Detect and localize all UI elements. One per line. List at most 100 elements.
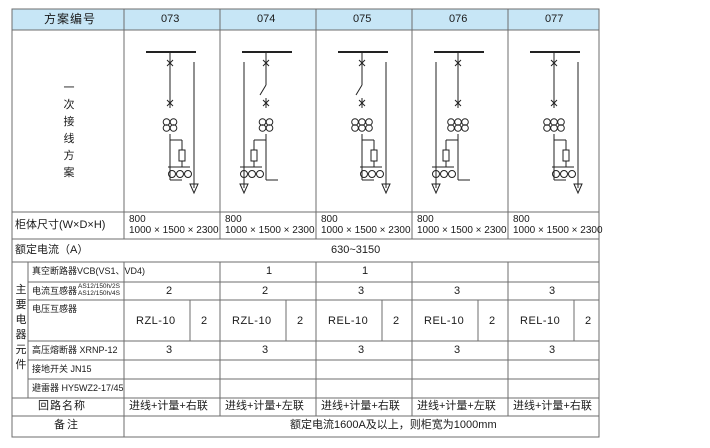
diagram-row-label: 一次接线方案 [63, 82, 75, 179]
vt-model-076: REL-10 [424, 315, 465, 327]
diagram-075-ct-coil [365, 118, 373, 126]
one-line-diagrams [146, 51, 583, 195]
diagram-073-vt-coil [184, 170, 192, 178]
fuse-073: 3 [166, 344, 173, 356]
diagram-077-cable-arrow [573, 183, 583, 195]
cabinet-width-074: 800 [225, 214, 242, 225]
ct-073: 2 [166, 285, 173, 297]
cabinet-width-075: 800 [321, 214, 338, 225]
cabinet-width-073: 800 [129, 214, 146, 225]
scheme-number-074: 074 [257, 13, 276, 25]
vt-model-074: RZL-10 [232, 315, 272, 327]
ct-rating-1: AS12/150h/2S [78, 283, 120, 290]
cabinet-dims-076: 1000 × 1500 × 2300 [417, 225, 507, 236]
diagram-076-cable-arrow [431, 183, 441, 195]
diagram-075-vt-coil [360, 170, 368, 178]
cabinet-dims-075: 1000 × 1500 × 2300 [321, 225, 411, 236]
diagram-074-breaker-blade [259, 84, 267, 96]
ct-075: 3 [358, 285, 365, 297]
diagram-073-cable-arrow [189, 183, 199, 195]
diagram-076-vt-coil [432, 170, 440, 178]
vt-model-073: RZL-10 [136, 315, 176, 327]
diagram-077-vt-coil [552, 170, 560, 178]
fuse-label: 高压熔断器 XRNP-12 [32, 345, 118, 355]
diagram-076-contact [454, 99, 462, 107]
fuse-074: 3 [262, 344, 269, 356]
ct-rating-2: AS12/150h/4S [78, 290, 120, 297]
diagram-075-contact [358, 99, 366, 107]
vt-qty-075: 2 [393, 315, 400, 327]
cabinet-dims-077: 1000 × 1500 × 2300 [513, 225, 603, 236]
main-components-label: 主要电器元件 [15, 284, 27, 371]
circuit-name-073: 进线+计量+右联 [129, 400, 208, 412]
diagram-077-ct-coil [557, 118, 565, 126]
header-band [12, 9, 599, 30]
header-label: 方案编号 [44, 12, 97, 26]
diagram-075-fuse [370, 149, 378, 162]
scheme-number-077: 077 [545, 13, 564, 25]
cabinet-width-076: 800 [417, 214, 434, 225]
vt-qty-074: 2 [297, 315, 304, 327]
diagram-076-contact [454, 59, 462, 67]
vt-model-077: REL-10 [520, 315, 561, 327]
diagram-073-contact [166, 59, 174, 67]
diagram-074-vt-coil [240, 170, 248, 178]
diagram-074-cable-arrow [239, 183, 249, 195]
fuse-076: 3 [454, 344, 461, 356]
circuit-name-077: 进线+计量+右联 [513, 400, 592, 412]
diagram-077-ct-coil [557, 124, 565, 132]
ct-077: 3 [549, 285, 556, 297]
remarks-value: 额定电流1600A及以上，则柜宽为1000mm [290, 419, 497, 431]
diagram-073-contact [166, 99, 174, 107]
diagram-076-vt-coil [440, 170, 448, 178]
scheme-number-073: 073 [161, 13, 180, 25]
diagram-076-vt-coil [448, 170, 456, 178]
diagram-077-fuse [562, 149, 570, 162]
diagram-075-ct-coil [365, 124, 373, 132]
cabinet-width-077: 800 [513, 214, 530, 225]
diagram-076-fuse [442, 149, 450, 162]
diagram-077-contact [550, 59, 558, 67]
circuit-name-label: 回路名称 [38, 400, 86, 412]
diagram-074-contact [262, 59, 270, 67]
ct-label: 电流互感器 [32, 286, 78, 296]
diagram-073-ct-coil [169, 118, 178, 126]
vcb-075: 1 [362, 265, 369, 277]
grid-lines [11, 8, 600, 438]
diagram-073-ct-coil [169, 124, 178, 132]
rated-current-value: 630~3150 [331, 244, 381, 256]
diagram-074-ct-coil [265, 118, 274, 126]
diagram-076-ct-coil [461, 118, 469, 126]
diagram-075-breaker-blade [355, 84, 363, 96]
scheme-number-075: 075 [353, 13, 372, 25]
diagram-076-ct-coil [461, 124, 469, 132]
diagram-073-vt-coil [168, 170, 176, 178]
ct-074: 2 [262, 285, 269, 297]
vcb-label: 真空断路器VCB(VS1、VD4) [32, 266, 146, 276]
circuit-name-074: 进线+计量+左联 [225, 400, 304, 412]
cabinet-dims-073: 1000 × 1500 × 2300 [129, 225, 219, 236]
diagram-077-contact [550, 99, 558, 107]
circuit-name-075: 进线+计量+右联 [321, 400, 400, 412]
fuse-077: 3 [549, 344, 556, 356]
vcb-074: 1 [266, 265, 273, 277]
diagram-074-ct-coil [265, 124, 274, 132]
cabinet-size-label: 柜体尺寸(W×D×H) [15, 219, 106, 231]
diagram-077-vt-coil [560, 170, 568, 178]
diagram-074-fuse [250, 149, 258, 162]
diagram-073-fuse [178, 149, 186, 162]
diagram-074-vt-coil [256, 170, 264, 178]
diagram-074-vt-coil [248, 170, 256, 178]
diagram-075-vt-coil [368, 170, 376, 178]
vt-qty-073: 2 [201, 315, 208, 327]
rated-current-label: 额定电流（A） [15, 244, 89, 256]
diagram-077-vt-coil [568, 170, 576, 178]
vt-qty-076: 2 [489, 315, 496, 327]
arrester-label: 避雷器 HY5WZ2-17/45 [32, 383, 124, 393]
diagram-074-contact [262, 99, 270, 107]
remarks-label: 备注 [54, 419, 80, 431]
cabinet-dims-074: 1000 × 1500 × 2300 [225, 225, 315, 236]
scheme-number-076: 076 [449, 13, 468, 25]
